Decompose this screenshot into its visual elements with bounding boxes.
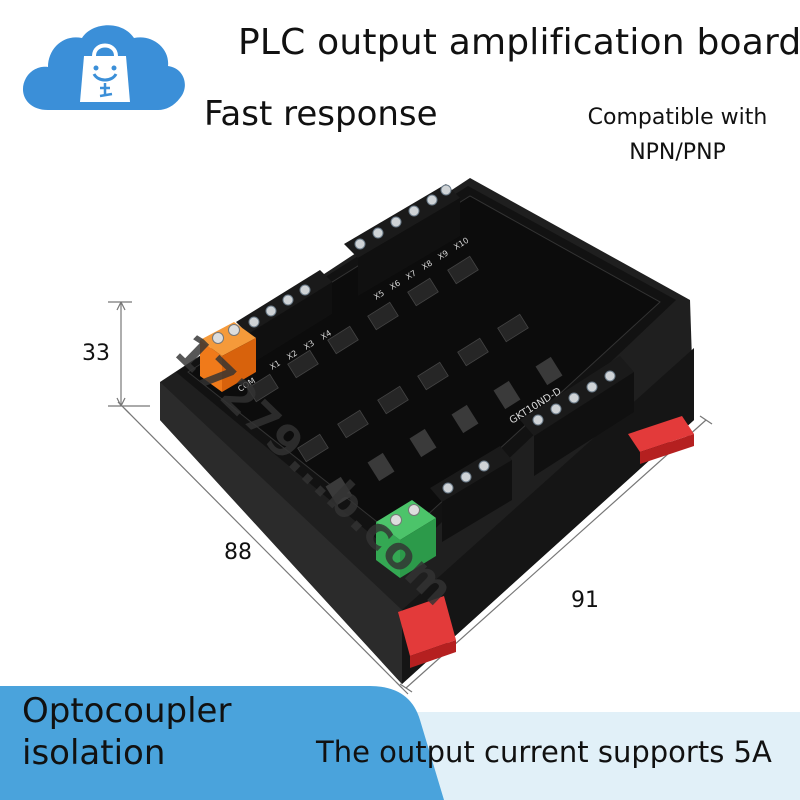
din-rail-clips	[398, 416, 694, 668]
optocoupler-chips	[247, 255, 529, 463]
dimension-depth: 88	[224, 540, 252, 565]
output-terminal-strip-front	[430, 446, 512, 542]
product-title: PLC output amplification board	[238, 22, 800, 63]
feature-compatibility: Compatible with NPN/PNP	[575, 100, 780, 170]
shopping-bag-icon	[80, 43, 130, 102]
footer-left-banner	[0, 686, 444, 800]
input-terminal-strip-right	[344, 184, 460, 296]
mosfet-components	[325, 356, 563, 506]
input-terminal-strip-left	[236, 270, 332, 366]
feature-compat-line1: Compatible with	[587, 105, 768, 130]
footer-left-line1: Optocoupler	[22, 691, 232, 731]
output-terminal-strip-right	[520, 356, 634, 476]
dimension-height: 33	[82, 341, 110, 366]
footer-output-current: The output current supports 5A	[316, 735, 772, 769]
circuit-board	[187, 195, 661, 541]
footer-optocoupler: Optocoupler isolation	[22, 690, 231, 774]
orange-power-terminal	[200, 322, 256, 392]
feature-compat-line2: NPN/PNP	[629, 140, 726, 165]
dimension-width: 91	[571, 588, 599, 613]
green-output-terminal	[376, 500, 436, 578]
footer-left-line2: isolation	[22, 733, 166, 773]
feature-fast-response: Fast response	[204, 94, 438, 134]
store-logo-cloud-icon	[22, 25, 185, 110]
